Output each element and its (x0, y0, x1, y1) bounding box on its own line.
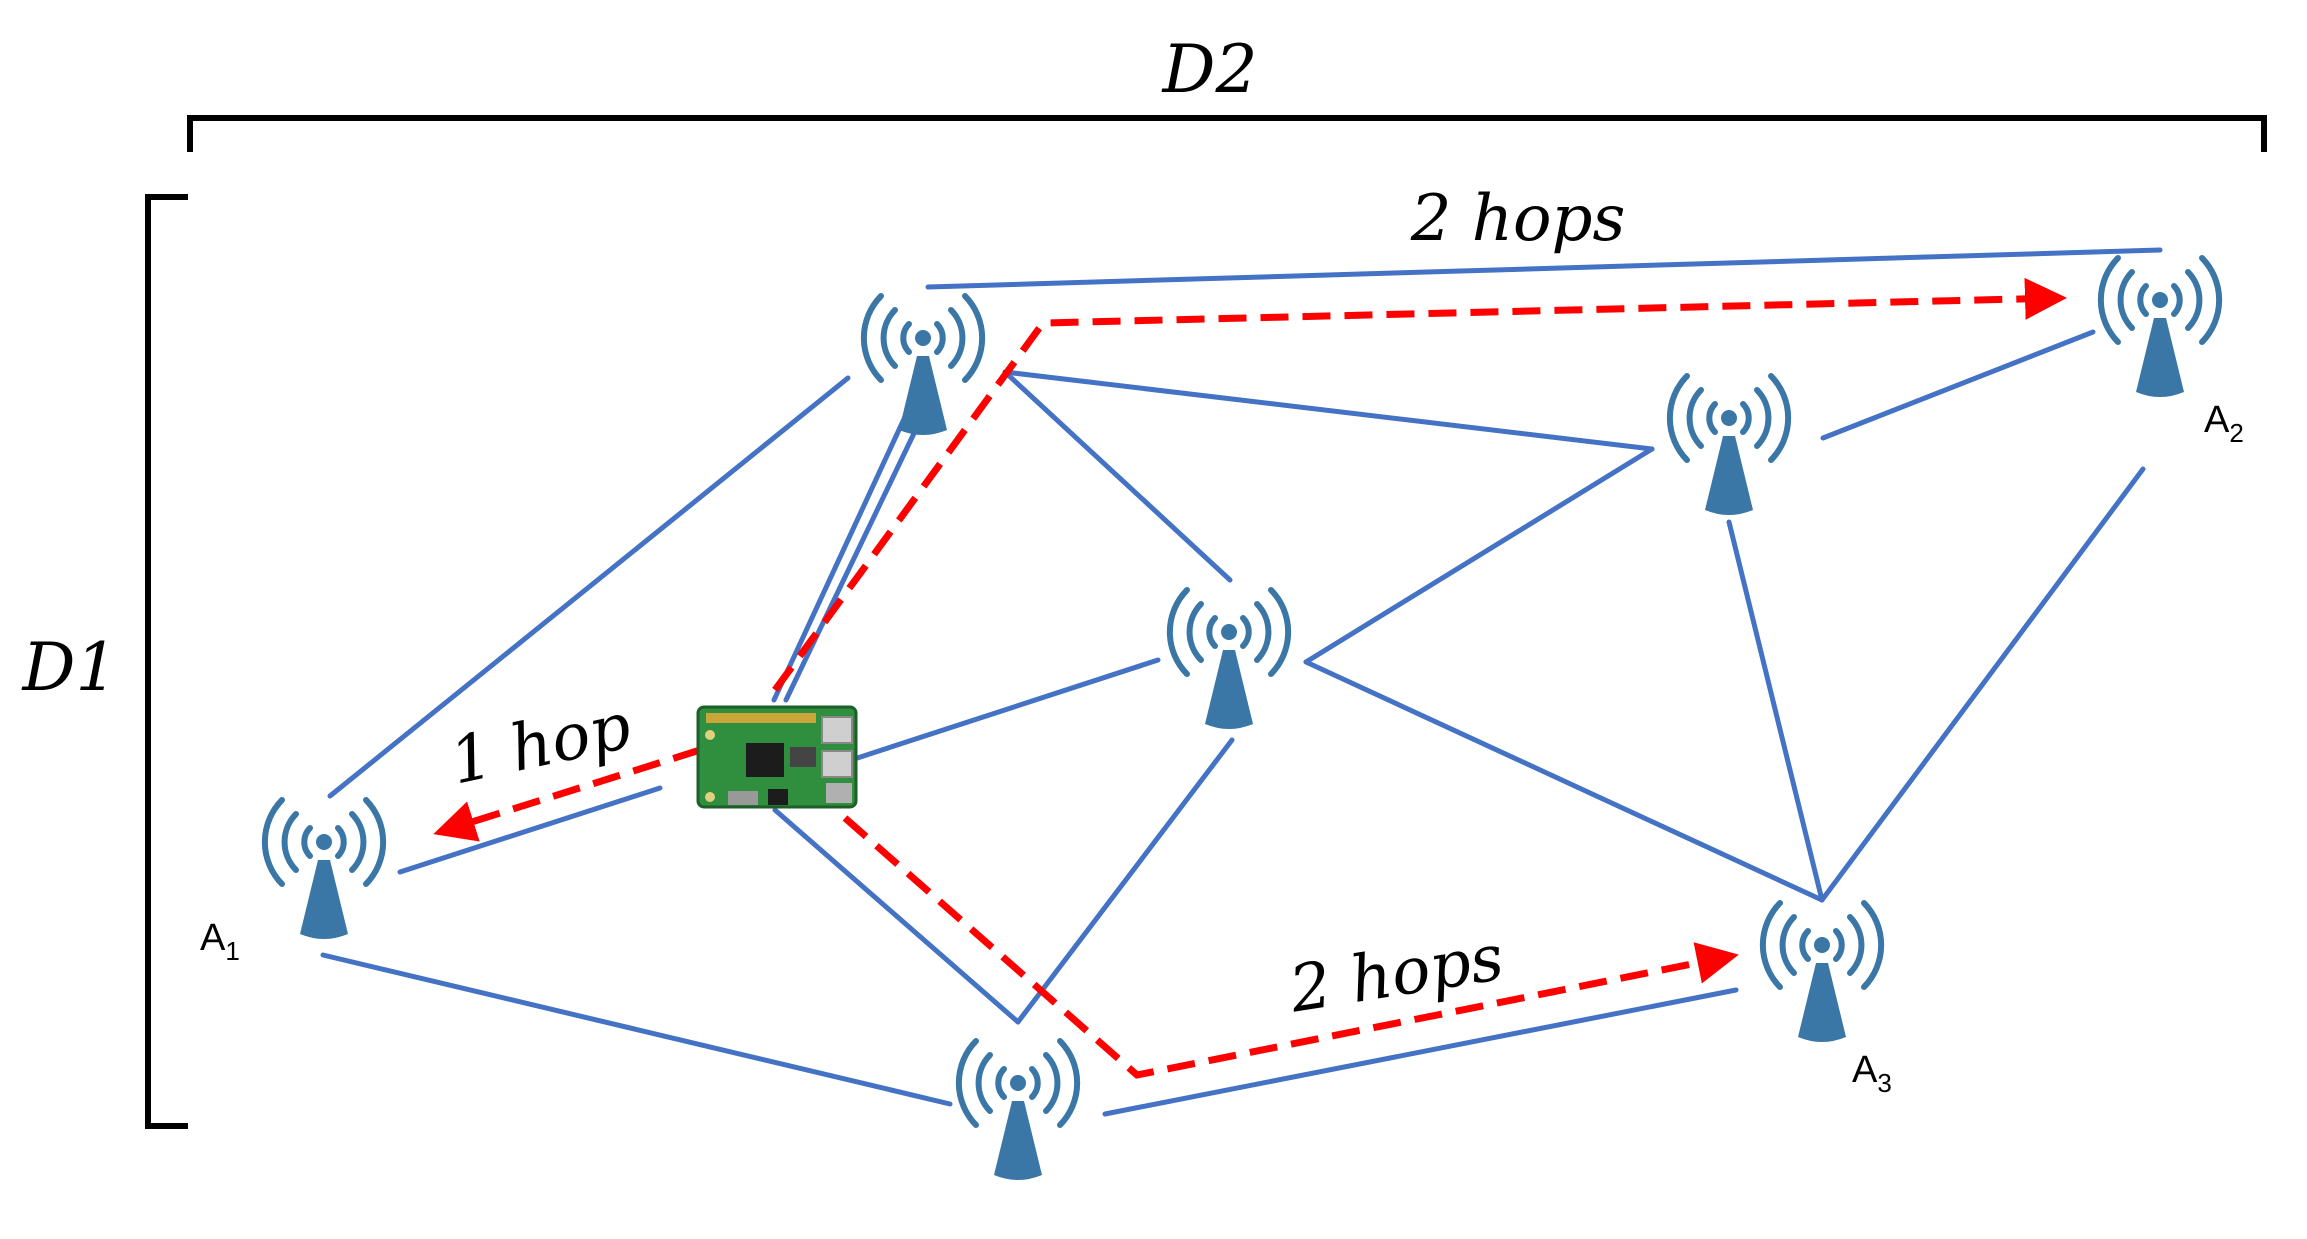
route-to-a3 (842, 815, 1739, 1079)
link (1002, 369, 1655, 452)
anchor-label-a3: A3 (1852, 1049, 1892, 1098)
hop-label-a2: 2 hops (1410, 182, 1626, 256)
link (327, 375, 851, 799)
width-label: D2 (1162, 31, 1258, 108)
wireless-antenna-icon (1670, 376, 1788, 515)
wireless-antenna-icon (1763, 903, 1881, 1042)
link (1820, 329, 2096, 441)
height-bracket (145, 194, 188, 1129)
route-to-a2 (772, 277, 2067, 693)
wireless-antenna-icon (1170, 590, 1288, 729)
link (925, 247, 2163, 290)
link (1303, 446, 1655, 665)
wireless-antenna-icon (2101, 258, 2219, 397)
link (1303, 659, 1825, 903)
link (397, 785, 663, 875)
link (772, 807, 1021, 1025)
hop-label-a1: 1 hop (444, 689, 637, 799)
link (1726, 519, 1825, 903)
hop-routes (433, 277, 2067, 1079)
link (1002, 369, 1233, 583)
route-to-a1 (433, 746, 702, 842)
link (1015, 737, 1235, 1025)
link (1102, 987, 1739, 1117)
anchor-label-a2: A2 (2204, 399, 2244, 448)
height-label: D1 (22, 629, 118, 706)
link (783, 397, 933, 703)
wireless-antenna-icon (265, 800, 383, 939)
hop-label-a3: 2 hops (1284, 921, 1509, 1028)
circuit-board-icon (696, 705, 858, 809)
wireless-antenna-icon (864, 296, 982, 435)
link (842, 657, 1161, 765)
width-bracket (187, 115, 2267, 152)
link (1819, 466, 2146, 903)
anchor-label-a1: A1 (200, 917, 240, 966)
link (771, 390, 919, 703)
network-links (320, 247, 2163, 1117)
wireless-antenna-icon (959, 1041, 1077, 1180)
link (320, 952, 953, 1107)
